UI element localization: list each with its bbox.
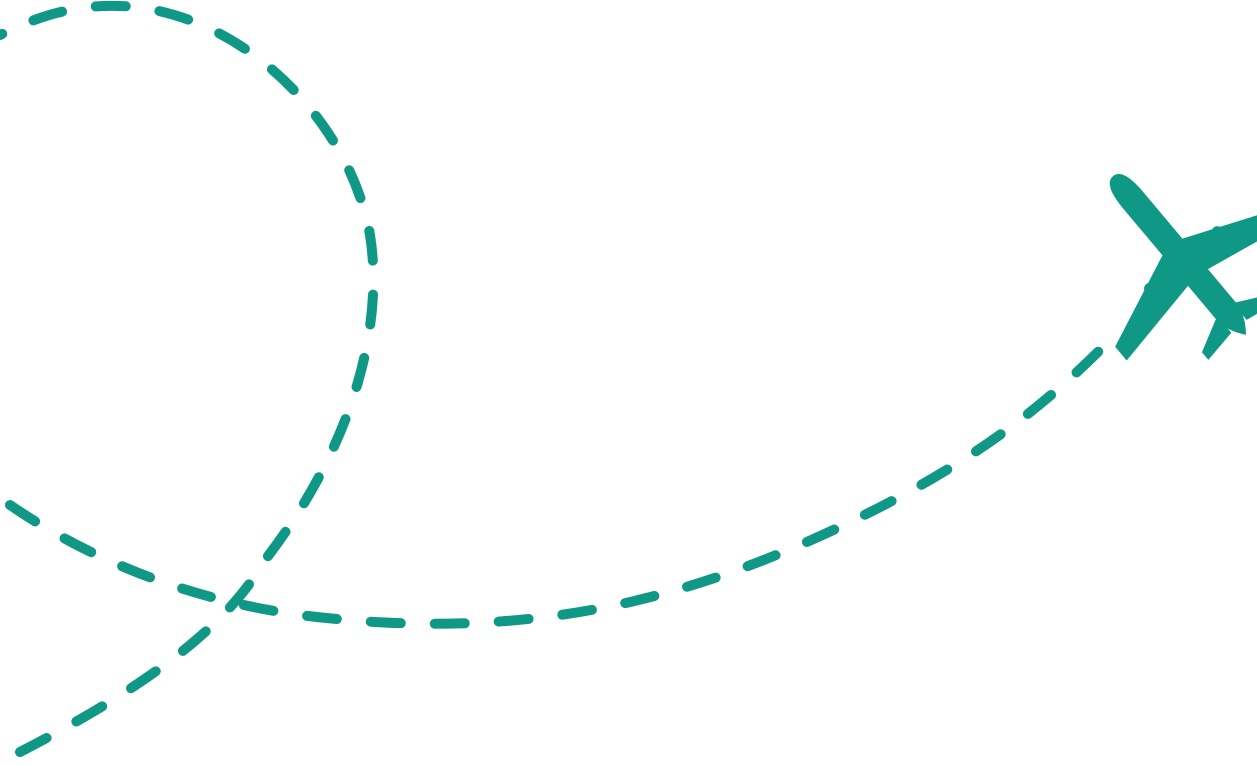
dashed-flight-path: [0, 0, 1110, 757]
airplane-icon: [1109, 174, 1257, 361]
